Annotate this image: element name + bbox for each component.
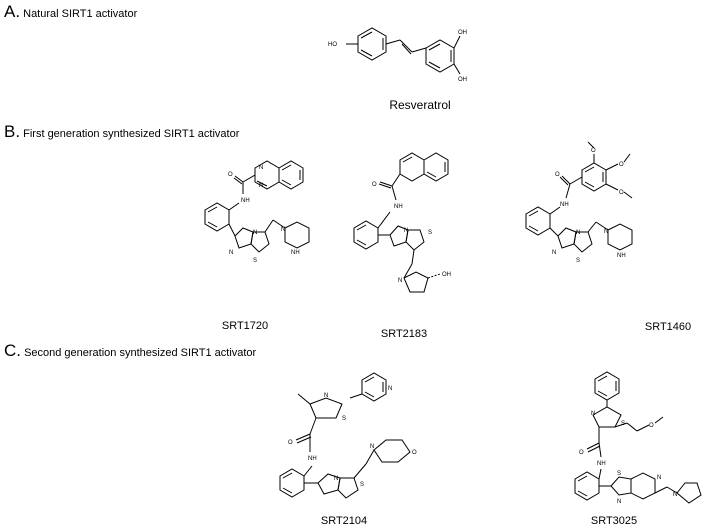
- section-title-c: C. Second generation synthesized SIRT1 a…: [4, 341, 256, 361]
- atom-label: NH: [394, 204, 403, 210]
- atom-label: N: [324, 393, 328, 399]
- atom-label: O: [412, 450, 417, 456]
- atom-label: O: [372, 182, 377, 188]
- atom-label: OH: [458, 30, 467, 36]
- atom-label: O: [555, 172, 560, 178]
- atom-label: S: [342, 416, 346, 422]
- atom-label: S: [360, 482, 364, 488]
- atom-label: NH: [597, 461, 606, 467]
- atom-label: N: [552, 250, 556, 256]
- atom-label: N: [591, 411, 595, 417]
- atom-label: OH: [442, 272, 451, 278]
- atom-label: N: [259, 165, 263, 171]
- atom-label: N: [673, 492, 677, 498]
- section-title-b: B. First generation synthesized SIRT1 ac…: [4, 122, 239, 142]
- atom-label: NH: [291, 250, 300, 256]
- srt3025-structure: N S O O NH S N N N: [574, 371, 702, 505]
- atom-label: NH: [560, 202, 569, 208]
- compound-label-srt3025: SRT3025: [590, 515, 638, 527]
- atom-label: S: [428, 230, 432, 236]
- srt2183-structure: O NH N S N OH: [353, 152, 451, 293]
- atom-label: N: [281, 227, 285, 233]
- section-title-a: A. Natural SIRT1 activator: [4, 2, 137, 22]
- section-title-text: Second generation synthesized SIRT1 acti…: [24, 347, 257, 359]
- section-title-text: Natural SIRT1 activator: [23, 8, 138, 20]
- atom-label: O: [619, 162, 624, 168]
- srt1460-structure: O O O O NH N N S N NH: [525, 141, 633, 264]
- atom-label: N: [388, 386, 392, 392]
- atom-label: N: [617, 499, 621, 505]
- compound-label-srt1720: SRT1720: [221, 320, 269, 332]
- atom-label: NH: [241, 198, 250, 204]
- atom-label: N: [604, 229, 608, 235]
- atom-label: N: [253, 230, 257, 236]
- atom-label: O: [288, 440, 293, 446]
- atom-label: N: [370, 444, 374, 450]
- atom-label: O: [579, 450, 584, 456]
- compound-label-srt1460: SRT1460: [644, 321, 692, 333]
- atom-label: S: [253, 258, 257, 264]
- atom-label: NH: [308, 456, 317, 462]
- resveratrol-structure: HO OH OH: [328, 27, 467, 83]
- atom-label: N: [398, 278, 402, 284]
- section-letter: C.: [4, 341, 21, 360]
- atom-label: N: [334, 476, 338, 482]
- atom-label: N: [229, 250, 233, 256]
- section-letter: A.: [4, 2, 21, 21]
- atom-label: O: [228, 172, 233, 178]
- atom-label: S: [617, 471, 621, 477]
- atom-label: O: [619, 190, 624, 196]
- section-letter: B.: [4, 122, 21, 141]
- compound-label-srt2104: SRT2104: [320, 515, 368, 527]
- atom-label: O: [591, 148, 596, 154]
- compound-label-resveratrol: Resveratrol: [389, 98, 451, 112]
- atom-label: N: [657, 475, 661, 481]
- atom-label: NH: [617, 253, 626, 259]
- srt2104-structure: N N S O NH N S N O: [279, 372, 417, 499]
- section-title-text: First generation synthesized SIRT1 activ…: [23, 128, 240, 140]
- compound-label-srt2183: SRT2183: [380, 328, 428, 340]
- atom-label: N: [259, 183, 263, 189]
- atom-label: HO: [328, 42, 337, 48]
- atom-label: N: [404, 228, 408, 234]
- srt1720-structure: N N O NH N N S N NH: [204, 160, 310, 264]
- atom-label: S: [576, 258, 580, 264]
- atom-label: O: [649, 423, 654, 429]
- atom-label: OH: [458, 77, 467, 83]
- atom-label: N: [576, 230, 580, 236]
